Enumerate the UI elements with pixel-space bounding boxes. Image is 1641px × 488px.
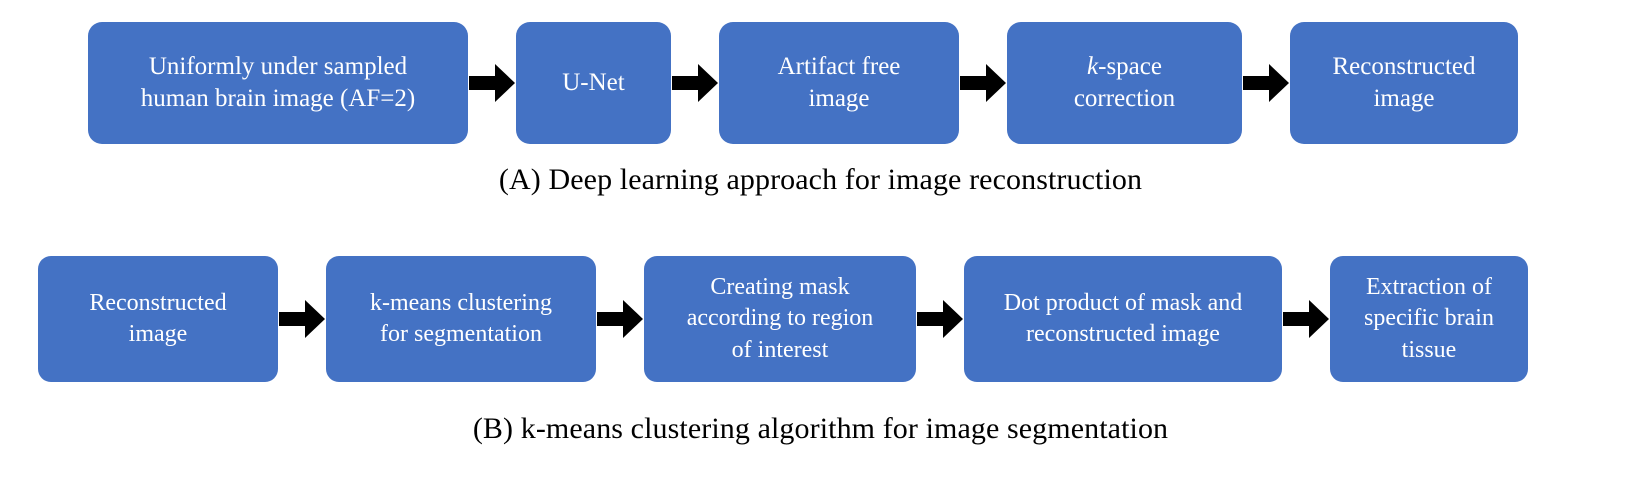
node-label: Artifact free image [777,52,901,113]
node-label: k-means clustering for segmentation [370,289,552,347]
node-label: U-Net [562,68,625,96]
node-label: Dot product of mask and reconstructed im… [1003,289,1243,347]
node-undersampled-input[interactable]: Uniformly under sampled human brain imag… [88,22,468,144]
panel-a-flow: Uniformly under sampled human brain imag… [0,22,1641,144]
node-label: Reconstructed image [89,289,227,347]
node-u-net[interactable]: U-Net [516,22,671,144]
node-artifact-free-image[interactable]: Artifact free image [719,22,959,144]
node-k-space-correction[interactable]: k-space correction [1007,22,1242,144]
node-label: Extraction of specific brain tissue [1364,274,1494,363]
panel-b-caption: (B) k-means clustering algorithm for ima… [472,412,1169,445]
node-label: Creating mask according to region of int… [686,274,874,363]
arrow-a-1 [468,22,516,144]
arrow-b-1 [278,256,326,382]
arrow-a-4 [1242,22,1290,144]
arrow-b-2 [596,256,644,382]
k-space-rest: -space correction [1073,52,1176,113]
node-reconstructed-image-b[interactable]: Reconstructed image [38,256,278,382]
node-label: Uniformly under sampled human brain imag… [140,52,416,113]
panel-b-flow: Reconstructed image k-means clustering f… [0,256,1641,382]
node-label: Reconstructed image [1332,52,1476,113]
k-italic: k [1087,52,1099,80]
node-creating-mask[interactable]: Creating mask according to region of int… [644,256,916,382]
panel-a-caption: (A) Deep learning approach for image rec… [498,163,1143,196]
arrow-b-4 [1282,256,1330,382]
arrow-b-3 [916,256,964,382]
arrow-a-2 [671,22,719,144]
node-k-means-clustering[interactable]: k-means clustering for segmentation [326,256,596,382]
node-dot-product[interactable]: Dot product of mask and reconstructed im… [964,256,1282,382]
node-label: k-space correction [1074,51,1175,116]
node-reconstructed-image-a[interactable]: Reconstructed image [1290,22,1518,144]
arrow-a-3 [959,22,1007,144]
node-extraction-brain-tissue[interactable]: Extraction of specific brain tissue [1330,256,1528,382]
